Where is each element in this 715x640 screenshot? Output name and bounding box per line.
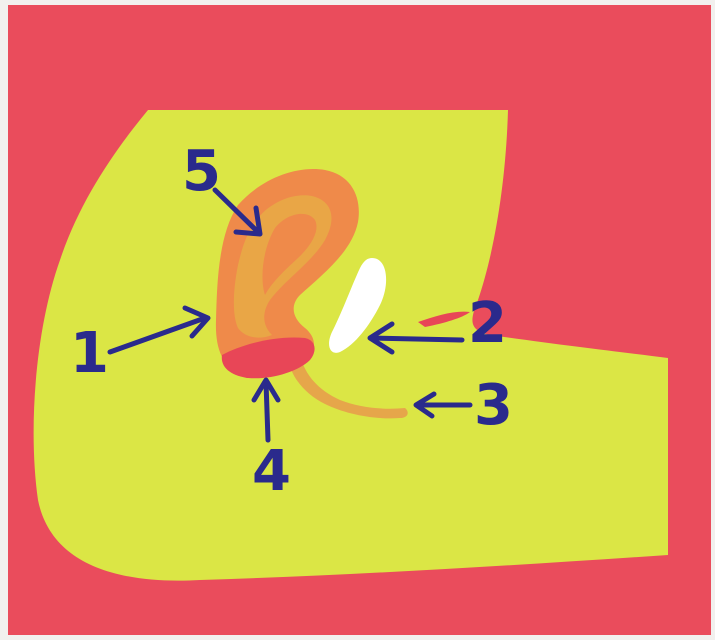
label-5: 5 xyxy=(182,139,221,204)
label-3: 3 xyxy=(474,373,513,438)
label-1: 1 xyxy=(70,321,109,386)
label-2: 2 xyxy=(468,291,507,356)
label-4: 4 xyxy=(252,439,291,504)
arrow-4 xyxy=(266,382,268,440)
arrow-2 xyxy=(372,338,462,340)
